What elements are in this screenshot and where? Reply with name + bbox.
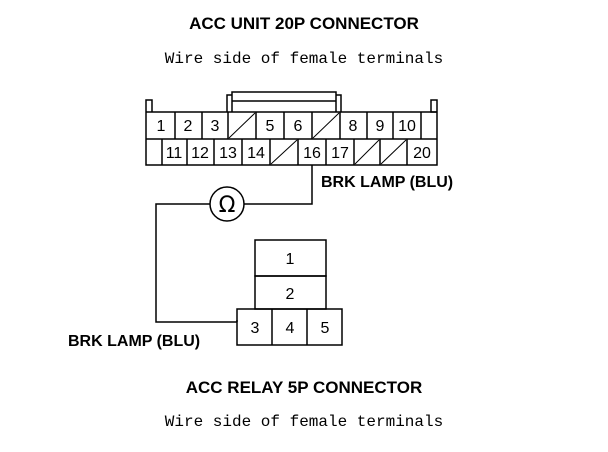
relay-pin-1-label: 1 xyxy=(286,251,295,268)
acc-relay-title: ACC RELAY 5P CONNECTOR xyxy=(185,378,423,397)
empty-terminal-slash xyxy=(270,139,298,165)
empty-terminals xyxy=(228,112,407,165)
connector-latch xyxy=(226,91,342,112)
acc-unit-subtitle: Wire side of female terminals xyxy=(164,50,444,68)
relay-pin-3-label: 3 xyxy=(251,320,260,337)
acc-unit-title: ACC UNIT 20P CONNECTOR xyxy=(189,14,419,33)
relay-bottom-row xyxy=(236,308,343,346)
acc-relay-subtitle: Wire side of female terminals xyxy=(164,413,444,431)
ohm-symbol: Ω xyxy=(219,193,236,218)
pin-16-label: 16 xyxy=(303,145,321,162)
pin-9-label: 9 xyxy=(376,118,385,135)
wire-label-bottom: BRK LAMP (BLU) xyxy=(68,333,200,350)
relay-pin-5-label: 5 xyxy=(321,320,330,337)
acc-unit-20p-connector: 1 2 3 5 6 8 9 10 11 12 13 14 16 17 20 xyxy=(145,91,438,166)
wire-to-relay-pin-3 xyxy=(155,203,237,323)
relay-pin-2-label: 2 xyxy=(286,286,295,303)
pin-20-label: 20 xyxy=(413,145,431,162)
pin-5-label: 5 xyxy=(266,118,275,135)
acc-relay-5p-connector: 1 2 3 4 5 xyxy=(236,239,343,346)
ohmmeter-icon: Ω xyxy=(209,186,245,222)
empty-terminal-slash xyxy=(228,112,256,139)
pin-13-label: 13 xyxy=(219,145,237,162)
pin-10-label: 10 xyxy=(398,118,416,135)
pin-1-label: 1 xyxy=(157,118,166,135)
wire-from-pin-16 xyxy=(244,165,313,205)
test-wiring xyxy=(155,165,313,323)
pin-12-label: 12 xyxy=(191,145,209,162)
pin-8-label: 8 xyxy=(349,118,358,135)
pin-2-label: 2 xyxy=(184,118,193,135)
empty-terminal-slash xyxy=(312,112,340,139)
empty-terminal-slash xyxy=(354,139,380,165)
pin-11-label: 11 xyxy=(166,145,183,162)
empty-terminal-slash xyxy=(380,139,407,165)
pin-17-label: 17 xyxy=(331,145,349,162)
wire-label-top: BRK LAMP (BLU) xyxy=(321,174,453,191)
pin-14-label: 14 xyxy=(247,145,265,162)
relay-pin-4-label: 4 xyxy=(286,320,295,337)
pin-3-label: 3 xyxy=(211,118,220,135)
pin-6-label: 6 xyxy=(294,118,303,135)
row2-dividers xyxy=(161,139,408,165)
row1-dividers xyxy=(174,112,422,139)
